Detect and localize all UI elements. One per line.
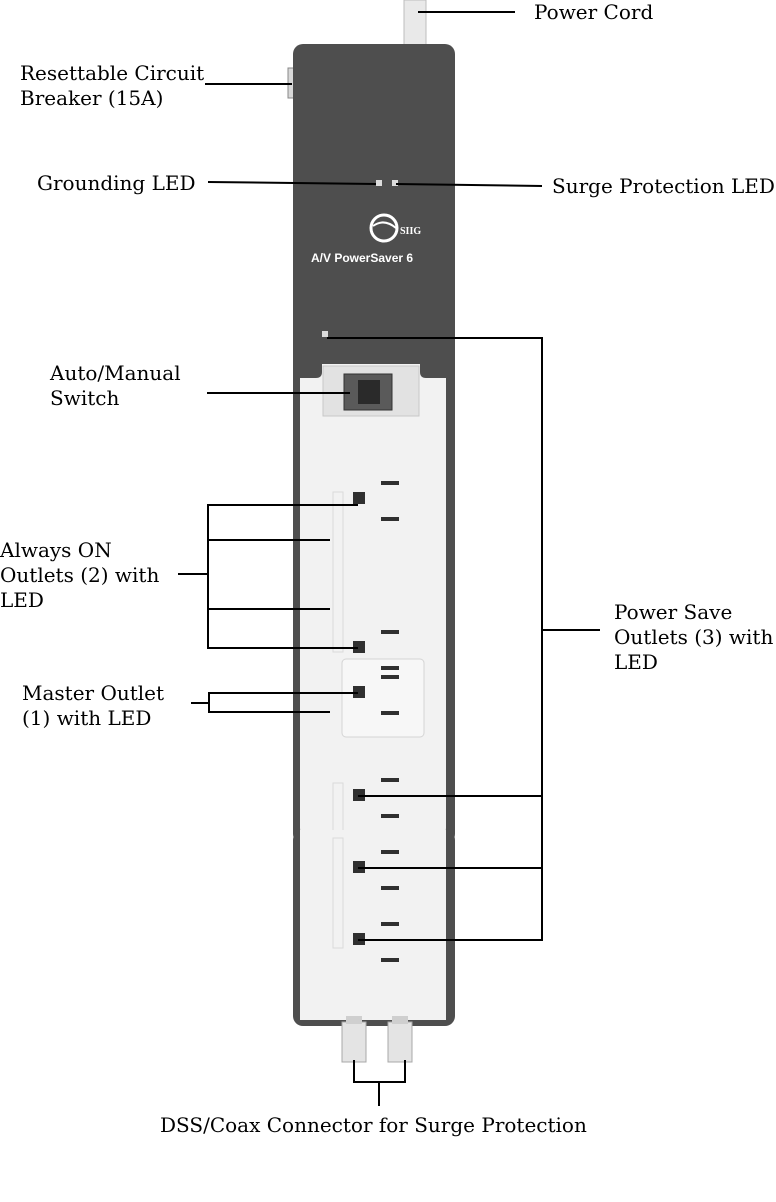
- label-breaker-line1: Resettable Circuit: [20, 61, 205, 85]
- power-cord: [403, 0, 427, 49]
- coax-connector-right: [387, 1021, 413, 1063]
- label-power-save-line2: Outlets (3) with: [614, 625, 774, 649]
- grounding-led: [376, 180, 382, 186]
- label-breaker-line2: Breaker (15A): [20, 86, 164, 110]
- label-always-on-line2: Outlets (2) with: [0, 563, 160, 587]
- outlet-master: [353, 675, 399, 715]
- outlet-always-on-1: [353, 481, 399, 521]
- label-master-line1: Master Outlet: [22, 681, 165, 705]
- coax-connector-left: [341, 1021, 367, 1063]
- label-coax: DSS/Coax Connector for Surge Protection: [160, 1113, 587, 1137]
- label-surge-led: Surge Protection LED: [552, 174, 775, 198]
- master-outlet-frame: [341, 658, 425, 738]
- label-switch-line2: Switch: [50, 386, 120, 410]
- power-save-led: [322, 331, 328, 337]
- switch-rocker: [358, 380, 380, 404]
- label-power-save-line3: LED: [614, 650, 658, 674]
- label-switch-line1: Auto/Manual: [50, 361, 181, 385]
- logo-globe: [369, 213, 399, 243]
- label-always-on-line1: Always ON: [0, 538, 112, 562]
- label-master-line2: (1) with LED: [22, 706, 152, 730]
- model-name: A/V PowerSaver 6: [311, 251, 414, 265]
- outlet-panel: [300, 364, 446, 835]
- label-power-save-line1: Power Save: [614, 600, 733, 624]
- label-always-on-line3: LED: [0, 588, 44, 612]
- brand-logo: SIIG: [400, 226, 422, 237]
- callout-lines: [178, 11, 600, 1106]
- outlet-always-on-2: [353, 630, 399, 670]
- label-power-cord: Power Cord: [534, 0, 654, 24]
- label-grounding-led: Grounding LED: [37, 171, 196, 195]
- surge-led: [392, 180, 398, 186]
